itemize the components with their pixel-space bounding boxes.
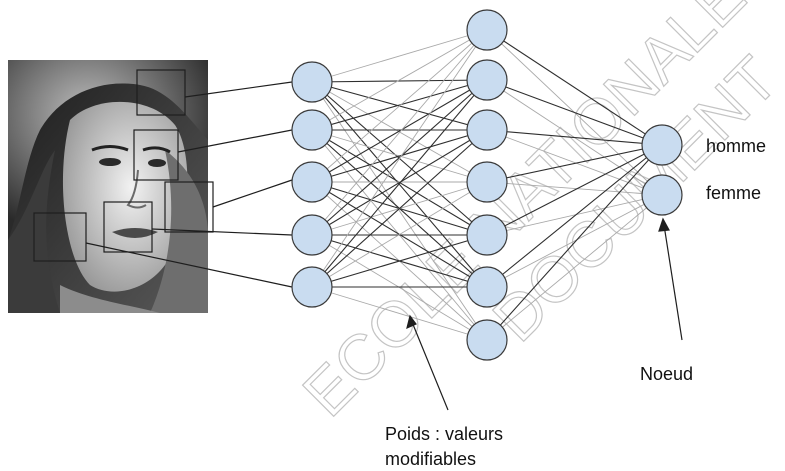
node-arrow	[663, 224, 683, 341]
weights-arrow-head	[406, 314, 417, 330]
edge-l0-2-1	[311, 79, 488, 183]
edge-l1-4-0	[486, 144, 663, 236]
annotation-arrows	[406, 217, 683, 411]
edge-l0-4-6	[311, 286, 488, 341]
edge-l0-4-2	[311, 129, 488, 288]
edge-l0-0-6	[311, 81, 488, 341]
feature-box-chin	[33, 212, 87, 262]
output-node-2	[641, 174, 683, 216]
edge-l0-0-5	[311, 81, 488, 288]
edge-l1-1-0	[486, 79, 663, 146]
hidden-node-4	[466, 161, 508, 203]
weights-annotation-line-1: Poids : valeurs	[385, 424, 503, 444]
edge-l0-1-1	[311, 79, 488, 131]
hidden-node-2	[466, 59, 508, 101]
edge-l1-3-1	[486, 181, 663, 196]
edge-l1-2-1	[486, 129, 663, 196]
output-label-femme: femme	[706, 183, 761, 203]
edge-l1-0-0	[486, 29, 663, 146]
node-annotation: Noeud	[640, 364, 693, 384]
edge-l1-4-1	[486, 194, 663, 236]
watermark: ECOLE NATIONALE SUP DOCUMENT	[288, 0, 785, 430]
hidden-node-6	[466, 266, 508, 308]
watermark-line-1: ECOLE NATIONALE SUP	[289, 0, 785, 430]
edge-l0-3-2	[311, 129, 488, 236]
input-node-1	[291, 61, 333, 103]
input-node-4	[291, 214, 333, 256]
hidden-node-1	[466, 9, 508, 51]
edge-l0-0-0	[311, 29, 488, 83]
edge-l0-2-2	[311, 129, 488, 183]
hidden-node-7	[466, 319, 508, 361]
edge-l0-4-3	[311, 181, 488, 288]
edge-l1-3-0	[486, 144, 663, 183]
edge-l0-2-0	[311, 29, 488, 183]
hidden-node-3	[466, 109, 508, 151]
input-node-5	[291, 266, 333, 308]
edge-l0-3-0	[311, 29, 488, 236]
feature-box-eye	[133, 129, 179, 181]
output-label-homme: homme	[706, 136, 766, 156]
node-arrow-head	[658, 217, 670, 232]
face-photo	[8, 60, 208, 313]
edge-l0-1-0	[311, 29, 488, 131]
edge-l1-2-0	[486, 129, 663, 146]
output-node-1	[641, 124, 683, 166]
weights-annotation-line-2: modifiables	[385, 449, 476, 469]
edge-l0-4-4	[311, 234, 488, 288]
input-node-3	[291, 161, 333, 203]
hidden-node-5	[466, 214, 508, 256]
input-node-2	[291, 109, 333, 151]
network-edges	[311, 29, 663, 341]
edge-l0-4-1	[311, 79, 488, 288]
edge-l0-0-1	[311, 79, 488, 83]
edge-l1-6-1	[486, 194, 663, 341]
edge-l1-5-1	[486, 194, 663, 288]
feature-box-hair	[136, 69, 186, 116]
edge-l1-6-0	[486, 144, 663, 341]
edge-l1-5-0	[486, 144, 663, 288]
edge-l0-3-1	[311, 79, 488, 236]
network-nodes	[291, 9, 683, 361]
weights-arrow	[411, 321, 449, 411]
edge-l0-4-0	[311, 29, 488, 288]
feature-connections	[85, 81, 293, 288]
